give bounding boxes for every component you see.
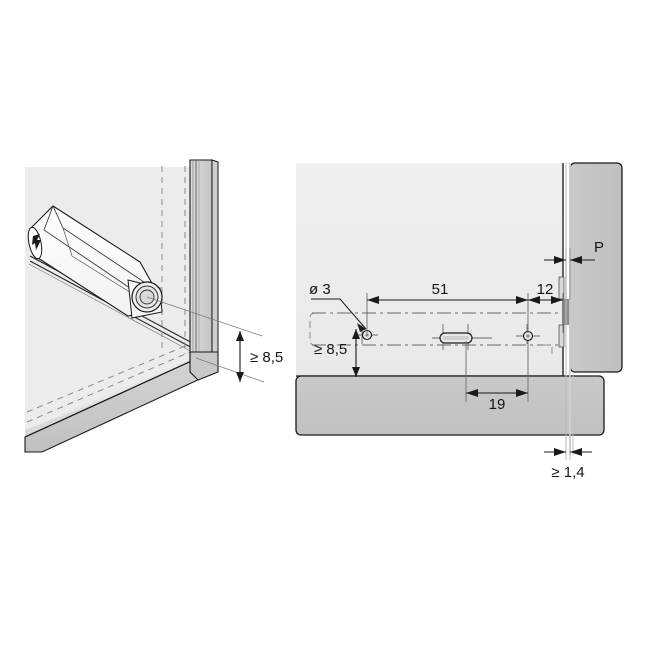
dimension-label-door-gap: ≥ 1,4 <box>551 464 584 481</box>
plan-side-panel-light <box>296 163 564 377</box>
dimension-label-diameter: ø 3 <box>309 281 331 298</box>
plan-door-panel <box>569 162 623 373</box>
mounting-slot <box>432 324 492 350</box>
dimension-hole-diameter: ø 3 <box>309 281 367 332</box>
mounting-plate-outline <box>309 312 316 346</box>
dimension-label-front-offset: 12 <box>537 281 554 298</box>
dimension-label-slot-to-hole: 19 <box>489 396 506 413</box>
construction-lines-left <box>146 296 265 383</box>
dimension-panel-thickness: P <box>544 239 604 300</box>
dimension-label-edge-offset: ≥ 8,5 <box>314 341 347 358</box>
dimension-front-offset: 12 <box>520 281 564 333</box>
damper-clip-detail <box>32 234 41 250</box>
centerlines-horizontal <box>312 312 560 346</box>
dimension-door-gap: ≥ 1,4 <box>544 435 592 481</box>
dimension-label-panel-thickness: P <box>594 239 604 256</box>
plan-carcase-dark <box>295 375 605 436</box>
dimension-label-hole-spacing: 51 <box>432 281 449 298</box>
dimension-gap-vertical: ≥ 8,5 <box>236 331 283 382</box>
plan-gap-lines <box>565 163 574 455</box>
dimension-label-gap: ≥ 8,5 <box>250 349 283 366</box>
hidden-edge-dashes <box>26 166 191 423</box>
dimension-slot-to-hole: 19 <box>465 341 529 413</box>
dimension-hole-spacing: 51 <box>366 281 529 333</box>
corner-block <box>189 351 219 381</box>
plate-right-edge <box>543 344 553 355</box>
dimension-edge-offset: ≥ 8,5 <box>314 329 360 377</box>
